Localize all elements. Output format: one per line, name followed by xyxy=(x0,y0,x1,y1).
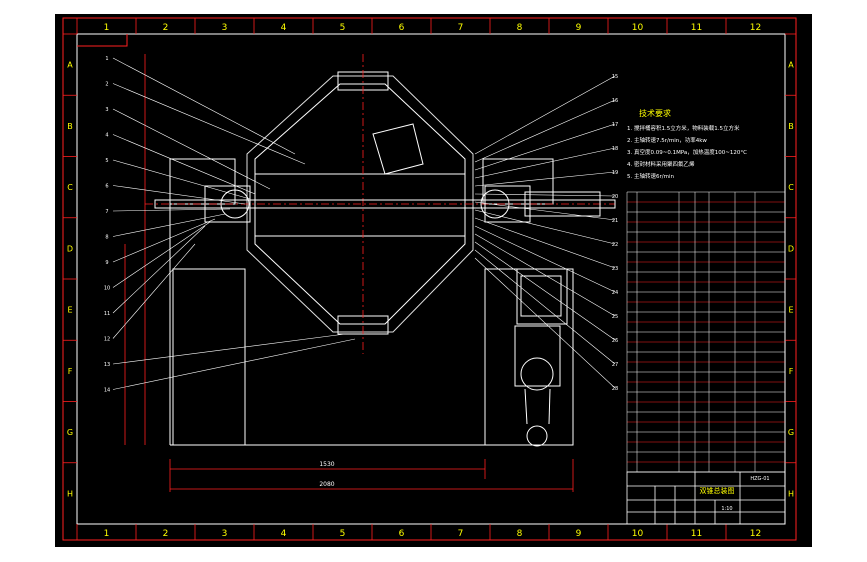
shaft-assembly xyxy=(154,185,616,223)
title-scale: 1:10 xyxy=(721,506,732,512)
callout-right-label: 15 xyxy=(612,74,618,80)
zone-row-label: D xyxy=(67,244,73,253)
callout-right-label: 25 xyxy=(612,314,618,320)
callout-left-label: 2 xyxy=(105,82,108,88)
zone-row-label: G xyxy=(67,428,73,437)
zone-row-label: F xyxy=(789,367,794,376)
callout-left-label: 6 xyxy=(105,184,108,190)
zone-col-label: 5 xyxy=(340,529,346,539)
zone-row-label: A xyxy=(788,61,794,70)
title-drawing-name: 双锥总装图 xyxy=(700,486,735,495)
zone-row-label: C xyxy=(67,183,73,192)
tech-req-line-4: 4. 密封材料采用聚四氟乙烯 xyxy=(627,160,695,168)
dimension-lines xyxy=(124,54,574,492)
zone-col-label: 1 xyxy=(104,529,110,539)
callout-left-label: 1 xyxy=(105,56,108,62)
callout-left-label: 7 xyxy=(105,209,108,215)
callout-right-label: 24 xyxy=(612,290,618,296)
zone-col-label: 12 xyxy=(750,529,761,539)
zone-col-label: 6 xyxy=(399,529,405,539)
zone-col-label: 11 xyxy=(691,23,702,33)
reference-mark xyxy=(77,34,128,47)
callout-right-label: 18 xyxy=(612,146,618,152)
zone-col-label: 5 xyxy=(340,23,346,33)
drive-unit xyxy=(514,268,568,447)
zone-row-label: A xyxy=(67,61,73,70)
callout-right-label: 26 xyxy=(612,338,618,344)
zone-row-label: C xyxy=(788,183,794,192)
tech-req-line-5: 5. 主轴转速6r/min xyxy=(627,172,674,180)
callout-left-label: 12 xyxy=(104,337,110,343)
center-lines xyxy=(145,54,615,354)
callout-right-label: 19 xyxy=(612,170,618,176)
callout-right-label: 21 xyxy=(612,218,618,224)
callout-right-label: 20 xyxy=(612,194,618,200)
callout-left-label: 8 xyxy=(105,235,108,241)
dimension-inner-label: 1530 xyxy=(319,461,334,468)
tech-req-heading: 技术要求 xyxy=(639,108,671,118)
zone-labels-left: A B C D E F G H xyxy=(63,33,77,498)
control-panel xyxy=(520,275,562,317)
title-block xyxy=(626,471,786,525)
zone-col-label: 9 xyxy=(576,23,582,33)
zone-row-label: B xyxy=(67,122,73,131)
zone-col-label: 10 xyxy=(632,23,644,33)
callout-left-label: 10 xyxy=(104,286,110,292)
callout-right-label: 23 xyxy=(612,266,618,272)
callout-right-label: 16 xyxy=(612,98,618,104)
callout-right-label: 28 xyxy=(612,386,618,392)
dimension-overall-label: 2080 xyxy=(319,481,334,488)
zone-row-label: D xyxy=(788,244,794,253)
callout-leaders-right: 15 16 17 18 19 20 21 22 23 24 25 26 27 28 xyxy=(474,74,618,392)
zone-col-label: 3 xyxy=(222,529,228,539)
title-code: HZG-01 xyxy=(750,476,769,482)
zone-col-label: 9 xyxy=(576,529,582,539)
callout-left-label: 11 xyxy=(104,311,110,317)
zone-row-label: E xyxy=(67,306,72,315)
zone-col-label: 3 xyxy=(222,23,228,33)
callout-left-label: 9 xyxy=(105,260,108,266)
zone-row-label: G xyxy=(788,428,794,437)
callout-left-label: 13 xyxy=(104,362,110,368)
parts-list-table xyxy=(626,191,786,473)
zone-col-label: 1 xyxy=(104,23,110,33)
callout-left-label: 14 xyxy=(104,388,110,394)
callout-left-label: 4 xyxy=(105,133,108,139)
zone-col-label: 10 xyxy=(632,529,644,539)
tech-req-line-2: 2. 主轴转速7.5r/min，功率4kw xyxy=(627,136,707,144)
double-cone-vessel xyxy=(246,71,474,335)
zone-row-label: B xyxy=(788,122,794,131)
zone-row-label: H xyxy=(788,489,794,498)
zone-col-label: 11 xyxy=(691,529,702,539)
zone-col-label: 7 xyxy=(458,23,464,33)
callout-right-label: 27 xyxy=(612,362,618,368)
callout-left-label: 3 xyxy=(105,107,108,113)
callout-right-label: 22 xyxy=(612,242,618,248)
zone-col-label: 12 xyxy=(750,23,761,33)
zone-row-label: E xyxy=(788,306,793,315)
callout-left-label: 5 xyxy=(105,158,108,164)
zone-row-label: H xyxy=(67,489,73,498)
zone-col-label: 6 xyxy=(399,23,405,33)
zone-col-label: 4 xyxy=(281,529,287,539)
zone-col-label: 4 xyxy=(281,23,287,33)
zone-row-label: F xyxy=(68,367,73,376)
zone-col-label: 8 xyxy=(517,529,523,539)
tech-req-line-3: 3. 真空度0.09~0.1MPa，加热温度100~120°C xyxy=(627,148,747,156)
zone-col-label: 2 xyxy=(163,23,169,33)
zone-labels-right: A B C D E F G H xyxy=(785,33,796,498)
zone-col-label: 8 xyxy=(517,23,523,33)
tech-requirements: 技术要求 1. 搅拌桶容积1.5立方米，物料装载1.5立方米 2. 主轴转速7.… xyxy=(627,108,747,180)
zone-col-label: 7 xyxy=(458,529,464,539)
callout-right-label: 17 xyxy=(612,122,618,128)
tech-req-line-1: 1. 搅拌桶容积1.5立方米，物料装载1.5立方米 xyxy=(627,124,740,132)
zone-col-label: 2 xyxy=(163,529,169,539)
